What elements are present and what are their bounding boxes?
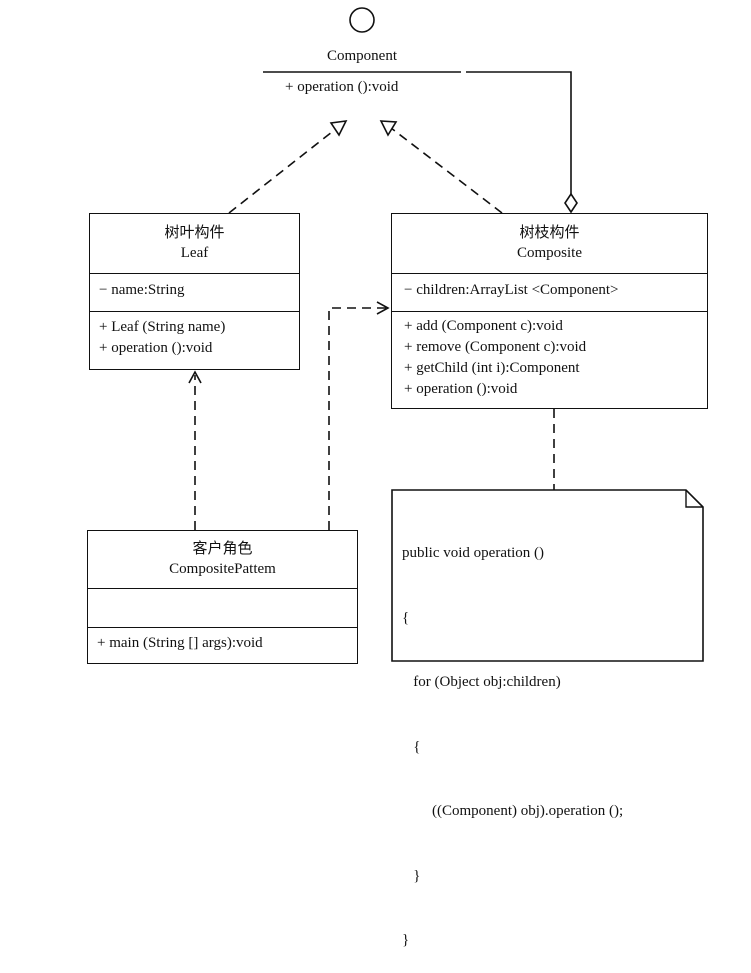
note-code-line: } (402, 932, 410, 948)
note-code: public void operation () { for (Object o… (402, 500, 623, 973)
leaf-realization-line (228, 127, 338, 214)
composite-realization-line (390, 127, 503, 214)
composite-method: + add (Component c):void (404, 318, 563, 334)
interface-circle-icon (349, 7, 375, 33)
client-class-box: 客户角色 CompositePattem + main (String [] a… (87, 530, 358, 664)
composite-title-en: Composite (516, 245, 582, 261)
leaf-attributes-section: − name:String (90, 273, 299, 311)
composite-attributes-section: − children:ArrayList <Component> (392, 273, 707, 311)
composite-class-box: 树枝构件 Composite − children:ArrayList <Com… (391, 213, 708, 409)
note-code-line: { (402, 609, 410, 626)
client-leaf-arrowhead (188, 370, 202, 384)
leaf-attribute: − name:String (99, 282, 185, 298)
component-name: Component (327, 48, 397, 64)
client-composite-dependency-line (328, 307, 386, 530)
composite-method: + getChild (int i):Component (404, 360, 580, 376)
diagram-canvas (188, 7, 704, 662)
client-attributes-section (88, 588, 357, 627)
client-title-cn: 客户角色 (192, 541, 253, 557)
client-title-section: 客户角色 CompositePattem (88, 531, 357, 588)
note-code-line: for (Object obj:children) (402, 674, 561, 690)
composite-title-section: 树枝构件 Composite (392, 214, 707, 273)
client-methods-section: + main (String [] args):void (88, 627, 357, 654)
composite-realization-arrowhead (379, 120, 398, 137)
note-code-line: ((Component) obj).operation (); (402, 803, 624, 819)
client-method: + main (String [] args):void (97, 635, 263, 651)
leaf-methods-section: + Leaf (String name) + operation ():void (90, 311, 299, 359)
composite-method: + operation ():void (404, 381, 518, 397)
composite-method: + remove (Component c):void (404, 339, 587, 355)
leaf-method: + Leaf (String name) (99, 319, 226, 335)
client-composite-arrowhead (376, 301, 390, 315)
aggregation-line (466, 71, 572, 194)
leaf-realization-arrowhead (329, 120, 348, 137)
leaf-title-cn: 树叶构件 (164, 225, 225, 241)
leaf-title-section: 树叶构件 Leaf (90, 214, 299, 273)
note-code-line: public void operation () (402, 545, 545, 561)
component-operation: + operation ():void (285, 79, 399, 95)
composite-methods-section: + add (Component c):void + remove (Compo… (392, 311, 707, 400)
leaf-title-en: Leaf (180, 245, 209, 261)
composite-title-cn: 树枝构件 (519, 225, 580, 241)
leaf-class-box: 树叶构件 Leaf − name:String + Leaf (String n… (89, 213, 300, 370)
client-title-en: CompositePattem (169, 561, 276, 577)
aggregation-diamond-icon (564, 192, 578, 214)
leaf-method: + operation ():void (99, 340, 213, 356)
note-fold (685, 490, 703, 508)
note-code-line: { (402, 738, 421, 755)
note-shape (391, 489, 704, 662)
note-code-line: } (402, 867, 421, 884)
composite-attribute: − children:ArrayList <Component> (404, 282, 619, 298)
